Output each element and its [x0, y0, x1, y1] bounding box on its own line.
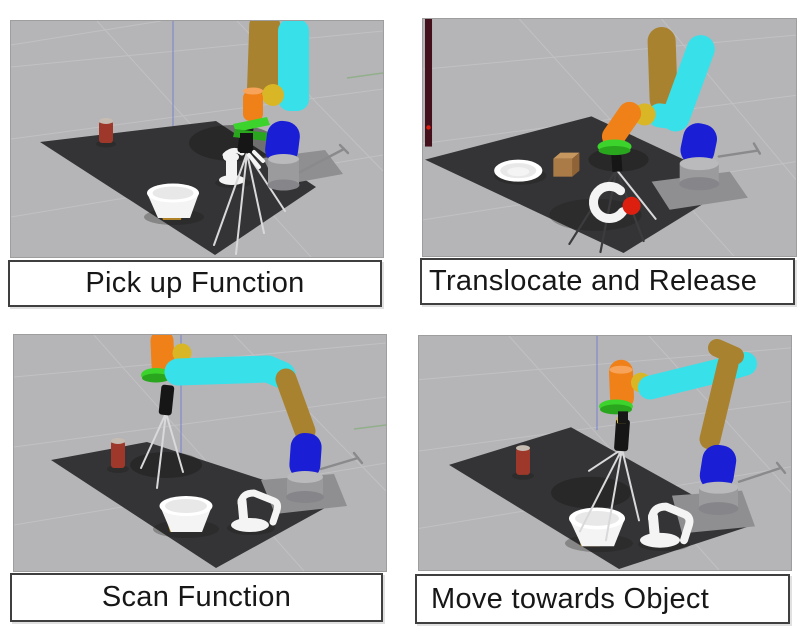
camera-tripod	[579, 417, 640, 542]
can-object	[107, 438, 129, 473]
bowl-object	[153, 496, 219, 538]
can-object	[96, 118, 116, 148]
bowl-object	[144, 183, 204, 225]
side-rod	[298, 143, 350, 174]
caption-scan-label: Scan Function	[101, 581, 292, 613]
pedestal	[286, 471, 324, 503]
gripper-black	[240, 133, 253, 153]
dispenser-object	[638, 502, 694, 552]
pump-bottle-object	[215, 147, 251, 188]
pedestal	[679, 157, 720, 191]
y-axis-line	[353, 424, 386, 430]
scene-pickup-svg	[11, 21, 383, 257]
robot-arm	[233, 21, 350, 191]
robot-base-blue	[699, 444, 737, 491]
gripper-fingers	[247, 150, 265, 169]
robot-joint-yellow	[172, 343, 192, 363]
robot-base-blue	[265, 120, 300, 166]
robot-link-tan	[247, 21, 281, 100]
robot-link-tan	[699, 353, 739, 450]
plate-object	[494, 159, 547, 185]
caption-move-label: Move towards Object	[431, 582, 710, 615]
camera-tripod	[140, 384, 184, 489]
table	[425, 116, 736, 253]
caption-translocate: Translocate and Release	[420, 258, 795, 305]
pedestal	[698, 481, 739, 515]
caption-scan: Scan Function	[10, 573, 383, 622]
robot-link-cyan	[661, 35, 715, 132]
pedestal	[267, 154, 300, 191]
caption-pickup-label: Pick up Function	[85, 267, 305, 299]
robot-wrist-orange	[609, 359, 634, 410]
scene-translocate-svg	[423, 19, 796, 256]
robot-link-tan	[647, 27, 678, 114]
scene-pickup	[10, 20, 384, 258]
caption-pickup: Pick up Function	[8, 260, 382, 307]
ring-object	[589, 181, 641, 223]
caption-move: Move towards Object	[415, 574, 790, 624]
cube-object	[553, 152, 580, 177]
tripod-shadow	[130, 452, 202, 478]
robot-joint-yellow	[262, 84, 284, 106]
robot-base-blue	[289, 432, 322, 480]
scene-translocate	[422, 18, 797, 257]
scene-move-svg	[419, 336, 791, 570]
robot-wrist-orange	[150, 335, 175, 377]
maroon-bar	[425, 19, 433, 147]
tripod-shadow	[551, 476, 631, 509]
caption-translocate-label: Translocate and Release	[429, 265, 758, 297]
robot-arm	[141, 335, 364, 503]
scene-scan-svg	[14, 335, 386, 571]
robot-link-cyan	[278, 21, 309, 111]
robot-base-blue	[680, 123, 717, 166]
gripper-black	[618, 411, 628, 424]
robot-link-cyan	[164, 355, 296, 389]
red-ball-object	[622, 196, 641, 215]
robot-wrist-orange	[601, 101, 642, 149]
robot-arm	[597, 27, 762, 191]
robot-link-tan	[275, 368, 316, 442]
scene-move	[418, 335, 792, 571]
base-platform	[651, 171, 748, 210]
can-object	[512, 445, 534, 480]
gripper-clamp-green	[233, 117, 270, 132]
scene-scan	[13, 334, 387, 572]
side-rod	[319, 451, 364, 471]
side-rod	[737, 461, 787, 483]
robot-wrist-orange	[243, 91, 263, 121]
side-rod	[717, 142, 762, 158]
dispenser-object	[227, 489, 282, 535]
robot-arm	[599, 338, 787, 515]
y-axis-line	[346, 72, 383, 79]
